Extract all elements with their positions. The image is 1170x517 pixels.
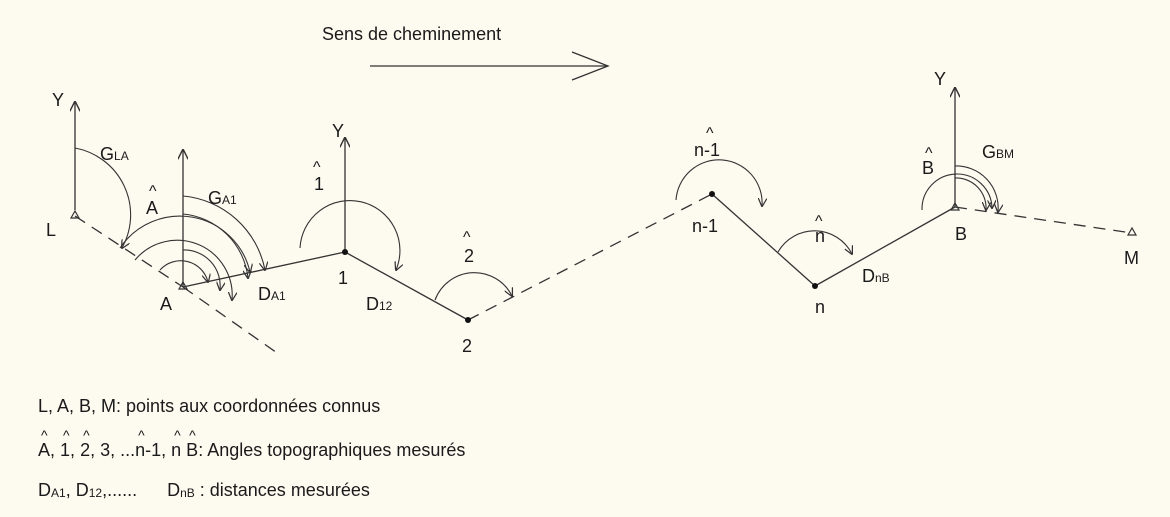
y-label-L: Y [52,90,64,110]
point-2: 2 [462,336,472,356]
angle-label-A: ^ A [146,183,158,218]
distance-label-12: D12 [366,294,393,314]
point-1: 1 [338,268,348,288]
distance-label-A1: DA1 [258,284,286,304]
bearing-label-LA: GLA [100,144,129,164]
svg-text:^: ^ [925,145,933,162]
y-label-1: Y [332,121,344,141]
bearing-label-A1: GA1 [208,188,237,208]
svg-text:n: n [815,226,825,246]
svg-text:1: 1 [314,174,324,194]
y-axes [75,88,955,287]
direction-arrow [370,51,610,81]
angle-label-B: ^ B [922,145,934,178]
traverse-lines [74,193,1133,356]
legend-measured-distances: DA1, D12,...... DnB : distances mesurées [38,480,370,500]
point-M: M [1124,248,1139,268]
distance-label-nB: DnB [862,266,890,286]
point-markers [69,191,1138,323]
angle-arcs [74,147,998,300]
svg-text:^: ^ [313,159,321,176]
y-label-B: Y [934,69,946,89]
svg-text:^: ^ [149,183,157,200]
angle-label-n-1: ^ n-1 [694,125,720,160]
angle-label-1: ^ 1 [313,159,324,194]
angle-label-2: ^ 2 [463,229,474,266]
legend-measured-angles: A, 1, 2, 3, ...n-1, n B: Angles topograp… [38,427,465,461]
svg-text:^: ^ [706,125,714,142]
legend-known-points: L, A, B, M: points aux coordonnées connu… [38,396,381,416]
svg-text:^: ^ [463,229,471,246]
svg-text:n-1: n-1 [694,140,720,160]
svg-text:2: 2 [464,246,474,266]
point-n-1: n-1 [692,216,718,236]
direction-label: Sens de cheminement [322,24,501,44]
svg-text:A: A [146,198,158,218]
point-A: A [160,294,172,314]
svg-text:^: ^ [815,213,823,230]
angle-label-n: ^ n [815,213,825,246]
point-L: L [46,220,56,240]
bearing-label-BM: GBM [982,142,1014,162]
point-B: B [955,224,967,244]
point-n: n [815,297,825,317]
svg-text:B: B [922,158,934,178]
